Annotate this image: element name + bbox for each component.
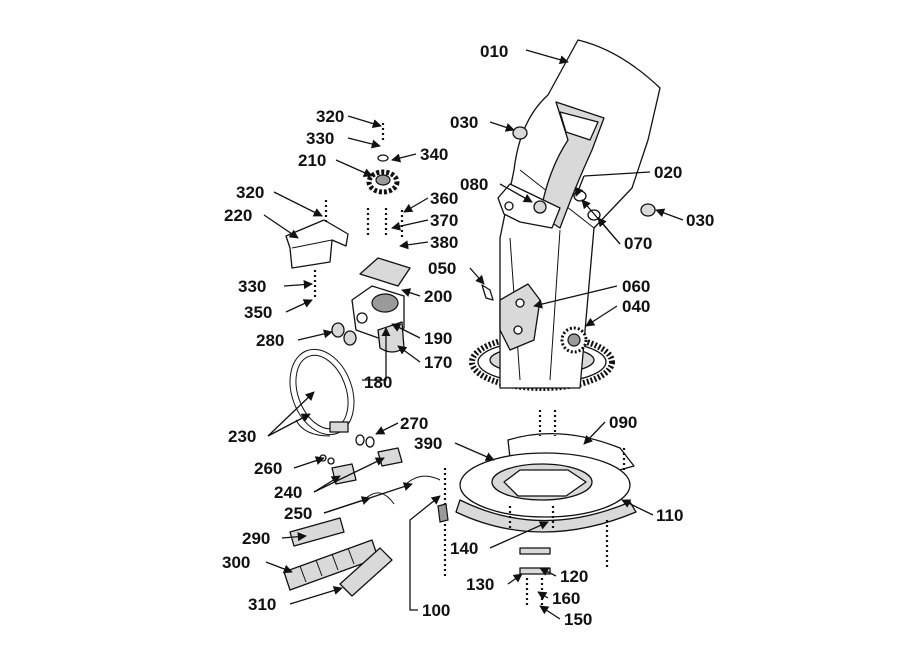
callout-020: 020 xyxy=(654,163,682,182)
sleeve-310 xyxy=(339,547,393,597)
deflector-bracket xyxy=(497,183,561,229)
callout-190: 190 xyxy=(424,329,452,348)
callout-370: 370 xyxy=(430,211,458,230)
washer-left xyxy=(573,190,587,202)
callout-110: 110 xyxy=(656,506,683,525)
callout-040: 040 xyxy=(622,297,650,316)
callout-240: 240 xyxy=(274,483,302,502)
callout-260: 260 xyxy=(254,459,282,478)
callout-010: 010 xyxy=(480,42,508,61)
bolt-050 xyxy=(481,284,494,301)
drive-sprocket xyxy=(366,169,400,195)
callout-390: 390 xyxy=(414,434,442,453)
callout-290: 290 xyxy=(242,529,270,548)
callout-080: 080 xyxy=(460,175,488,194)
callout-220: 220 xyxy=(224,206,252,225)
callout-250: 250 xyxy=(284,504,312,523)
callout-320-left: 320 xyxy=(236,183,264,202)
chute-base-ring xyxy=(455,452,637,533)
knob-right xyxy=(640,203,656,217)
callout-070: 070 xyxy=(624,234,652,253)
callout-270: 270 xyxy=(400,414,428,433)
fitting-b xyxy=(343,330,357,346)
chute-crank-gear xyxy=(560,326,588,354)
hose-assembly xyxy=(283,348,441,597)
hose-fitting xyxy=(329,421,349,433)
callout-100: 100 xyxy=(422,601,450,620)
chute-assembly xyxy=(469,39,661,391)
callout-160: 160 xyxy=(552,589,580,608)
callout-330-left: 330 xyxy=(238,277,266,296)
callout-340: 340 xyxy=(420,145,448,164)
callout-050: 050 xyxy=(428,259,456,278)
callout-120: 120 xyxy=(560,567,588,586)
callout-090: 090 xyxy=(609,413,637,432)
callout-350: 350 xyxy=(244,303,272,322)
callout-130: 130 xyxy=(466,575,494,594)
callout-labels: 010 020 030 030 040 050 060 070 080 090 … xyxy=(222,42,714,629)
callout-170: 170 xyxy=(424,353,452,372)
hose-connector xyxy=(377,447,403,467)
chute-latch xyxy=(499,283,541,351)
callout-300: 300 xyxy=(222,553,250,572)
callout-310: 310 xyxy=(248,595,276,614)
callout-380: 380 xyxy=(430,233,458,252)
callout-320-top: 320 xyxy=(316,107,344,126)
clamp-plate-130 xyxy=(519,567,551,575)
callout-200: 200 xyxy=(424,287,452,306)
callout-330-top: 330 xyxy=(306,129,334,148)
callout-360: 360 xyxy=(430,189,458,208)
callout-030-left: 030 xyxy=(450,113,478,132)
callout-230: 230 xyxy=(228,427,256,446)
callout-150: 150 xyxy=(564,610,592,629)
fitting-a xyxy=(331,322,345,338)
callout-060: 060 xyxy=(622,277,650,296)
clamp-plate-120 xyxy=(519,547,551,555)
leader-lines xyxy=(263,49,684,620)
callout-030-right: 030 xyxy=(686,211,714,230)
callout-280: 280 xyxy=(256,331,284,350)
gearbox-plate xyxy=(359,257,411,287)
callout-140: 140 xyxy=(450,539,478,558)
callout-210: 210 xyxy=(298,151,326,170)
chute-base-assembly xyxy=(437,410,637,606)
mounting-bracket xyxy=(285,219,349,269)
knob-left xyxy=(512,126,528,140)
callout-180: 180 xyxy=(364,373,392,392)
